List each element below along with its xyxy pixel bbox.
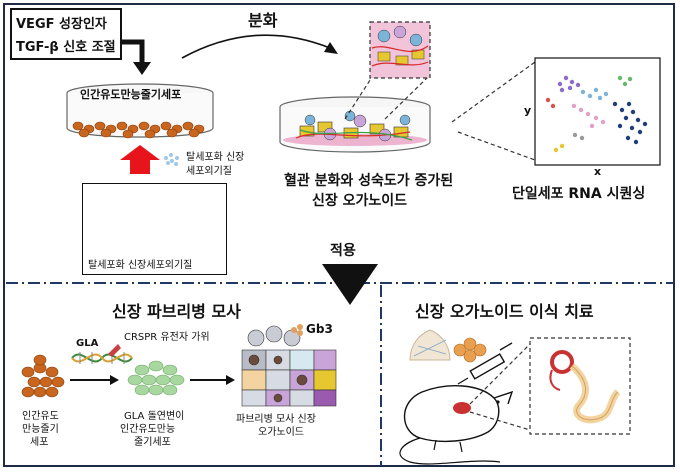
- apply-label: 적용: [330, 243, 356, 259]
- figure-frame: [3, 3, 675, 467]
- gla-label: GLA: [76, 338, 99, 349]
- mutant-cluster: [127, 360, 185, 396]
- fabry-model-label-2: 오가노이드: [258, 427, 304, 438]
- factors-box: [10, 8, 122, 60]
- connector-kidney-bottom: [469, 411, 531, 431]
- gb3-legend-icon: [291, 324, 303, 336]
- mutant-label-3: 줄기세포: [134, 437, 171, 448]
- decell-ecm-box: [82, 183, 227, 275]
- scrna-clusters: [545, 75, 648, 153]
- organoid-label-1: 혈관 분화와 성숙도가 증가된: [284, 173, 454, 189]
- mutant-label-1: GLA 돌연변이: [124, 411, 185, 422]
- decell-ecm-small-label-1: 탈세포화 신장: [186, 152, 245, 163]
- connector-top: [451, 61, 536, 123]
- transplant-title: 신장 오가노이드 이식 치료: [415, 302, 594, 321]
- gb3-label: Gb3: [306, 322, 333, 336]
- factor-tgfb: TGF-β 신호 조절: [16, 40, 116, 55]
- ipsc-label-1: 인간유도: [22, 411, 59, 422]
- organoid-dish: [279, 96, 431, 153]
- differentiation-label: 분화: [248, 11, 278, 30]
- differentiation-arrow: [181, 34, 331, 59]
- fabry-model-label-1: 파브리병 모사 신장: [236, 414, 316, 425]
- factors-arrow: [118, 39, 145, 66]
- ipsc-label-2: 만능줄기: [22, 424, 59, 435]
- scrna-axis-x: x: [594, 165, 602, 178]
- organoid-sphere-icon: [409, 329, 487, 363]
- apply-triangle: [322, 264, 378, 305]
- syringe-icon: [457, 342, 513, 385]
- red-up-arrow: [120, 145, 160, 174]
- scrna-label: 단일세포 RNA 시퀀싱: [512, 186, 646, 202]
- crispr-label: CRSPR 유전자 가위: [124, 332, 210, 343]
- mutant-label-2: 인간유도만능: [120, 424, 176, 435]
- ipsc-dish-label: 인간유도만능줄기세포: [80, 88, 182, 101]
- ipsc-label-3: 세포: [30, 437, 49, 448]
- organoid-label-2: 신장 오가노이드: [312, 193, 408, 209]
- connector-kidney-top: [469, 343, 531, 405]
- ipsc-cluster: [21, 354, 65, 398]
- decell-ecm-box-label: 탈세포화 신장세포외기질: [88, 260, 193, 271]
- scrna-plot-box: [534, 57, 661, 166]
- zoom-inset: [344, 21, 431, 120]
- factors-arrowhead: [133, 62, 151, 75]
- nephron-icon: [549, 350, 621, 424]
- crispr-scissors-icon: [108, 344, 121, 357]
- decell-ecm-small-label-2: 세포외기질: [186, 166, 232, 177]
- organoid-cells: [295, 110, 413, 142]
- factor-vegf: VEGF 성장인자: [16, 17, 107, 32]
- ipsc-dish: [66, 83, 214, 139]
- differentiation-arrowhead: [324, 42, 338, 54]
- scrna-axis-y: y: [524, 104, 532, 117]
- dna-icon: [71, 352, 133, 364]
- fabry-organoid: [241, 325, 337, 407]
- mouse-icon: [399, 385, 514, 465]
- ipsc-cells: [72, 121, 205, 139]
- ecm-small-icon: [164, 153, 179, 166]
- connector-bottom: [457, 131, 536, 161]
- fabry-title: 신장 파브리병 모사: [112, 302, 241, 321]
